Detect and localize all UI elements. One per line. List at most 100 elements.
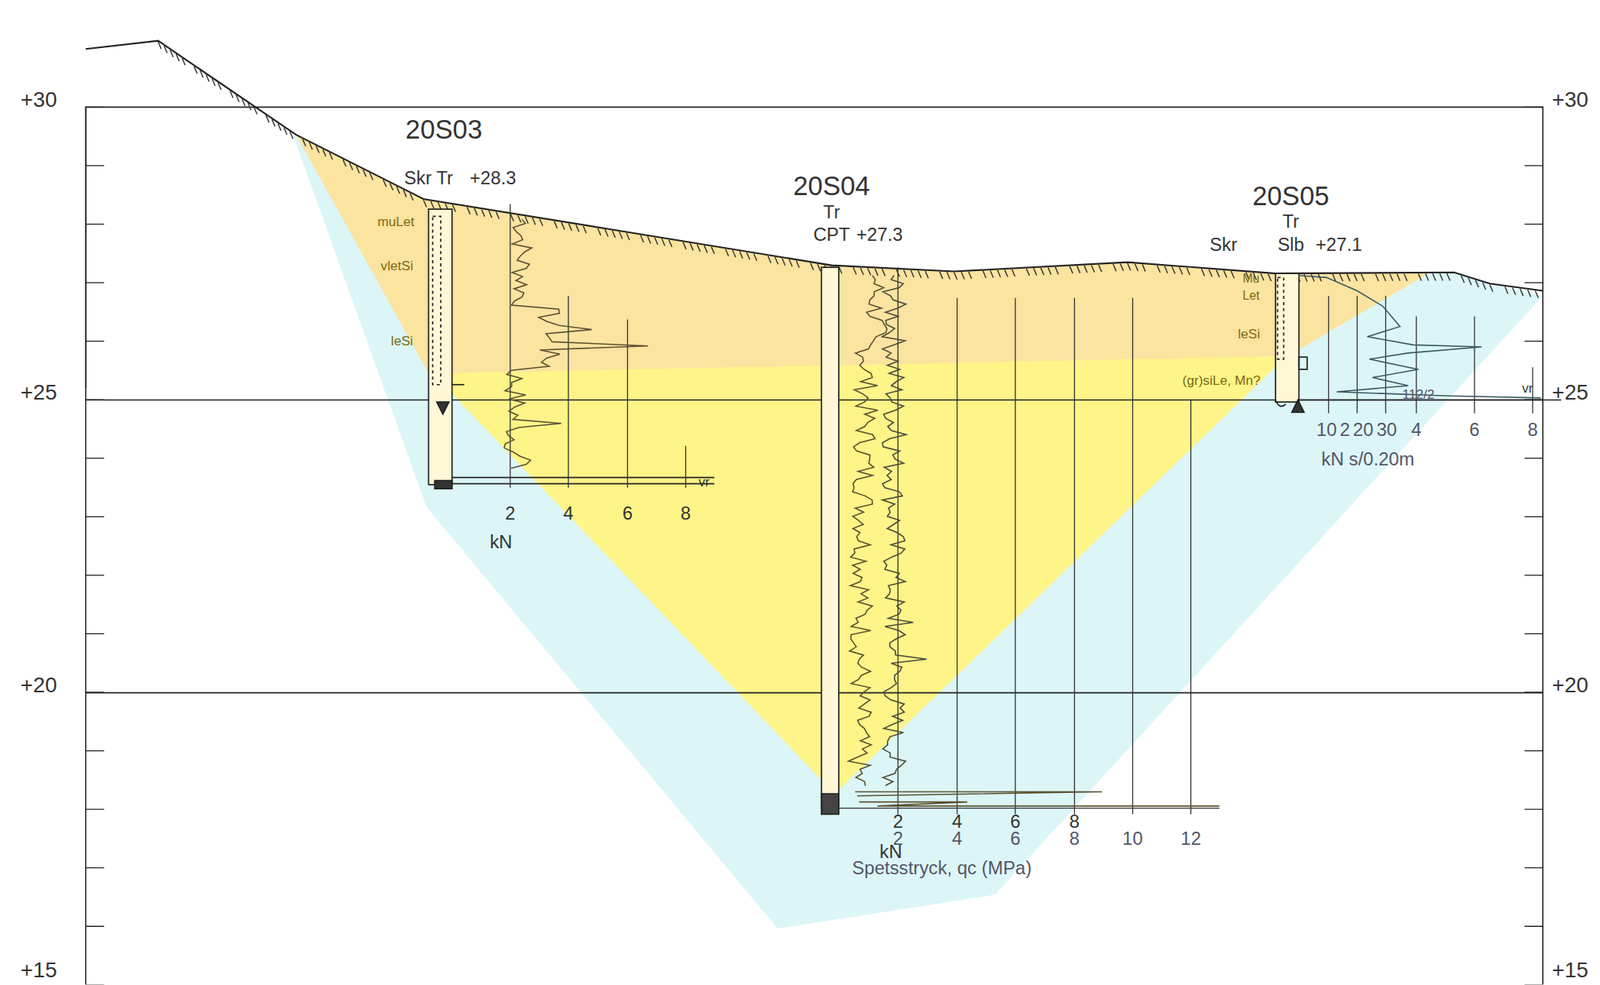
hatch-stroke (473, 208, 478, 216)
axis-tick (85, 106, 105, 108)
hatch-stroke (1171, 266, 1175, 274)
section-label: kN (1321, 449, 1344, 469)
hatch-stroke (1382, 274, 1386, 282)
scale-line (838, 807, 1219, 809)
axis-tick (85, 867, 105, 869)
axis-tick (85, 516, 105, 518)
section-label: 10 (1122, 829, 1143, 849)
hatch-stroke (518, 215, 522, 223)
hatch-stroke (1047, 267, 1051, 275)
hatch-stroke (690, 243, 694, 251)
hatch-stroke (1397, 274, 1401, 282)
hatch-stroke (810, 262, 814, 270)
hatch-stroke (466, 206, 471, 214)
hatch-stroke (363, 169, 367, 177)
sounding-curve (1298, 275, 1541, 399)
hatch-stroke (1353, 274, 1357, 282)
hatch-stroke (403, 189, 407, 197)
hatch-stroke (662, 238, 666, 246)
hatch-stroke (496, 211, 500, 219)
section-label: +30 (1551, 88, 1589, 110)
hatch-stroke (647, 236, 651, 244)
section-label: 10 (1316, 420, 1337, 440)
hatch-stroke (604, 229, 608, 237)
hatch-stroke (1164, 266, 1168, 274)
scale-line (1132, 298, 1134, 815)
hatch-stroke (554, 221, 558, 229)
hatch-stroke (710, 247, 715, 255)
hatch-stroke (289, 131, 293, 139)
hatch-stroke (746, 252, 750, 260)
hatch-stroke (947, 271, 951, 279)
groundwater-mark (436, 401, 450, 415)
scale-line (1014, 298, 1016, 815)
axis-tick (1524, 984, 1543, 985)
hatch-stroke (181, 58, 186, 66)
axis-tick (85, 223, 105, 225)
hatch-stroke (1439, 273, 1443, 281)
section-label: s/0.20m (1349, 449, 1415, 469)
section-label: kN (489, 532, 512, 552)
section-label: 8 (1069, 829, 1080, 849)
section-label: Mu (1242, 272, 1260, 285)
section-label: vr (698, 474, 710, 488)
hatch-stroke (1055, 267, 1059, 275)
axis-tick (85, 340, 105, 342)
section-label: +20 (20, 673, 58, 696)
groundwater-mark (1291, 400, 1305, 413)
hatch-stroke (568, 223, 572, 231)
section-label: Skr (1209, 235, 1238, 255)
hatch-stroke (383, 179, 387, 187)
hatch-stroke (1375, 274, 1379, 282)
hatch-stroke (164, 45, 168, 53)
hatch-stroke (1404, 273, 1408, 281)
hatch-stroke (612, 230, 616, 238)
axis-tick (1524, 750, 1543, 752)
hatch-stroke (1482, 282, 1486, 290)
hatch-stroke (939, 271, 943, 279)
hatch-stroke (683, 242, 687, 250)
scale-line (1356, 295, 1358, 414)
hatch-stroke (768, 256, 772, 264)
borehole-tick (1275, 400, 1286, 407)
section-label: 2 (504, 504, 516, 523)
axis-tick (85, 633, 105, 635)
bedrock-zone (292, 134, 1543, 929)
axis-tick (1524, 457, 1543, 459)
hatch-stroke (561, 222, 565, 230)
hatch-stroke (640, 235, 644, 243)
section-label: Tr (823, 202, 841, 222)
hatch-stroke (1520, 288, 1524, 296)
section-label: 6 (622, 504, 633, 523)
hatch-stroke (732, 250, 736, 258)
section-label: Slb (1277, 235, 1305, 255)
hatch-stroke (775, 257, 779, 265)
axis-tick (85, 457, 105, 459)
section-label: 30 (1376, 420, 1397, 440)
hatch-stroke (322, 149, 327, 157)
frame-line (85, 106, 87, 985)
section-label: muLet (377, 214, 415, 228)
section-label: 2 (892, 812, 904, 831)
hatch-stroke (968, 271, 972, 279)
hatch-stroke (1208, 269, 1213, 277)
scale-lines (510, 204, 1533, 815)
hatch-stroke (157, 41, 162, 49)
hatch-stroke (789, 259, 793, 267)
hatch-stroke (396, 186, 400, 194)
scale-line (685, 446, 687, 488)
hatch-stroke (1267, 274, 1271, 282)
borehole-20S04 (821, 267, 839, 808)
section-label: 6 (1009, 812, 1020, 831)
hatch-stroke (1418, 273, 1422, 281)
sounding-curve (504, 219, 649, 468)
hatch-stroke (597, 228, 601, 236)
hatch-stroke (1201, 268, 1205, 276)
hatch-stroke (343, 159, 347, 167)
hatch-stroke (315, 145, 320, 153)
hatch-stroke (982, 271, 986, 279)
borehole-end (434, 480, 452, 490)
hatch-stroke (199, 70, 203, 78)
